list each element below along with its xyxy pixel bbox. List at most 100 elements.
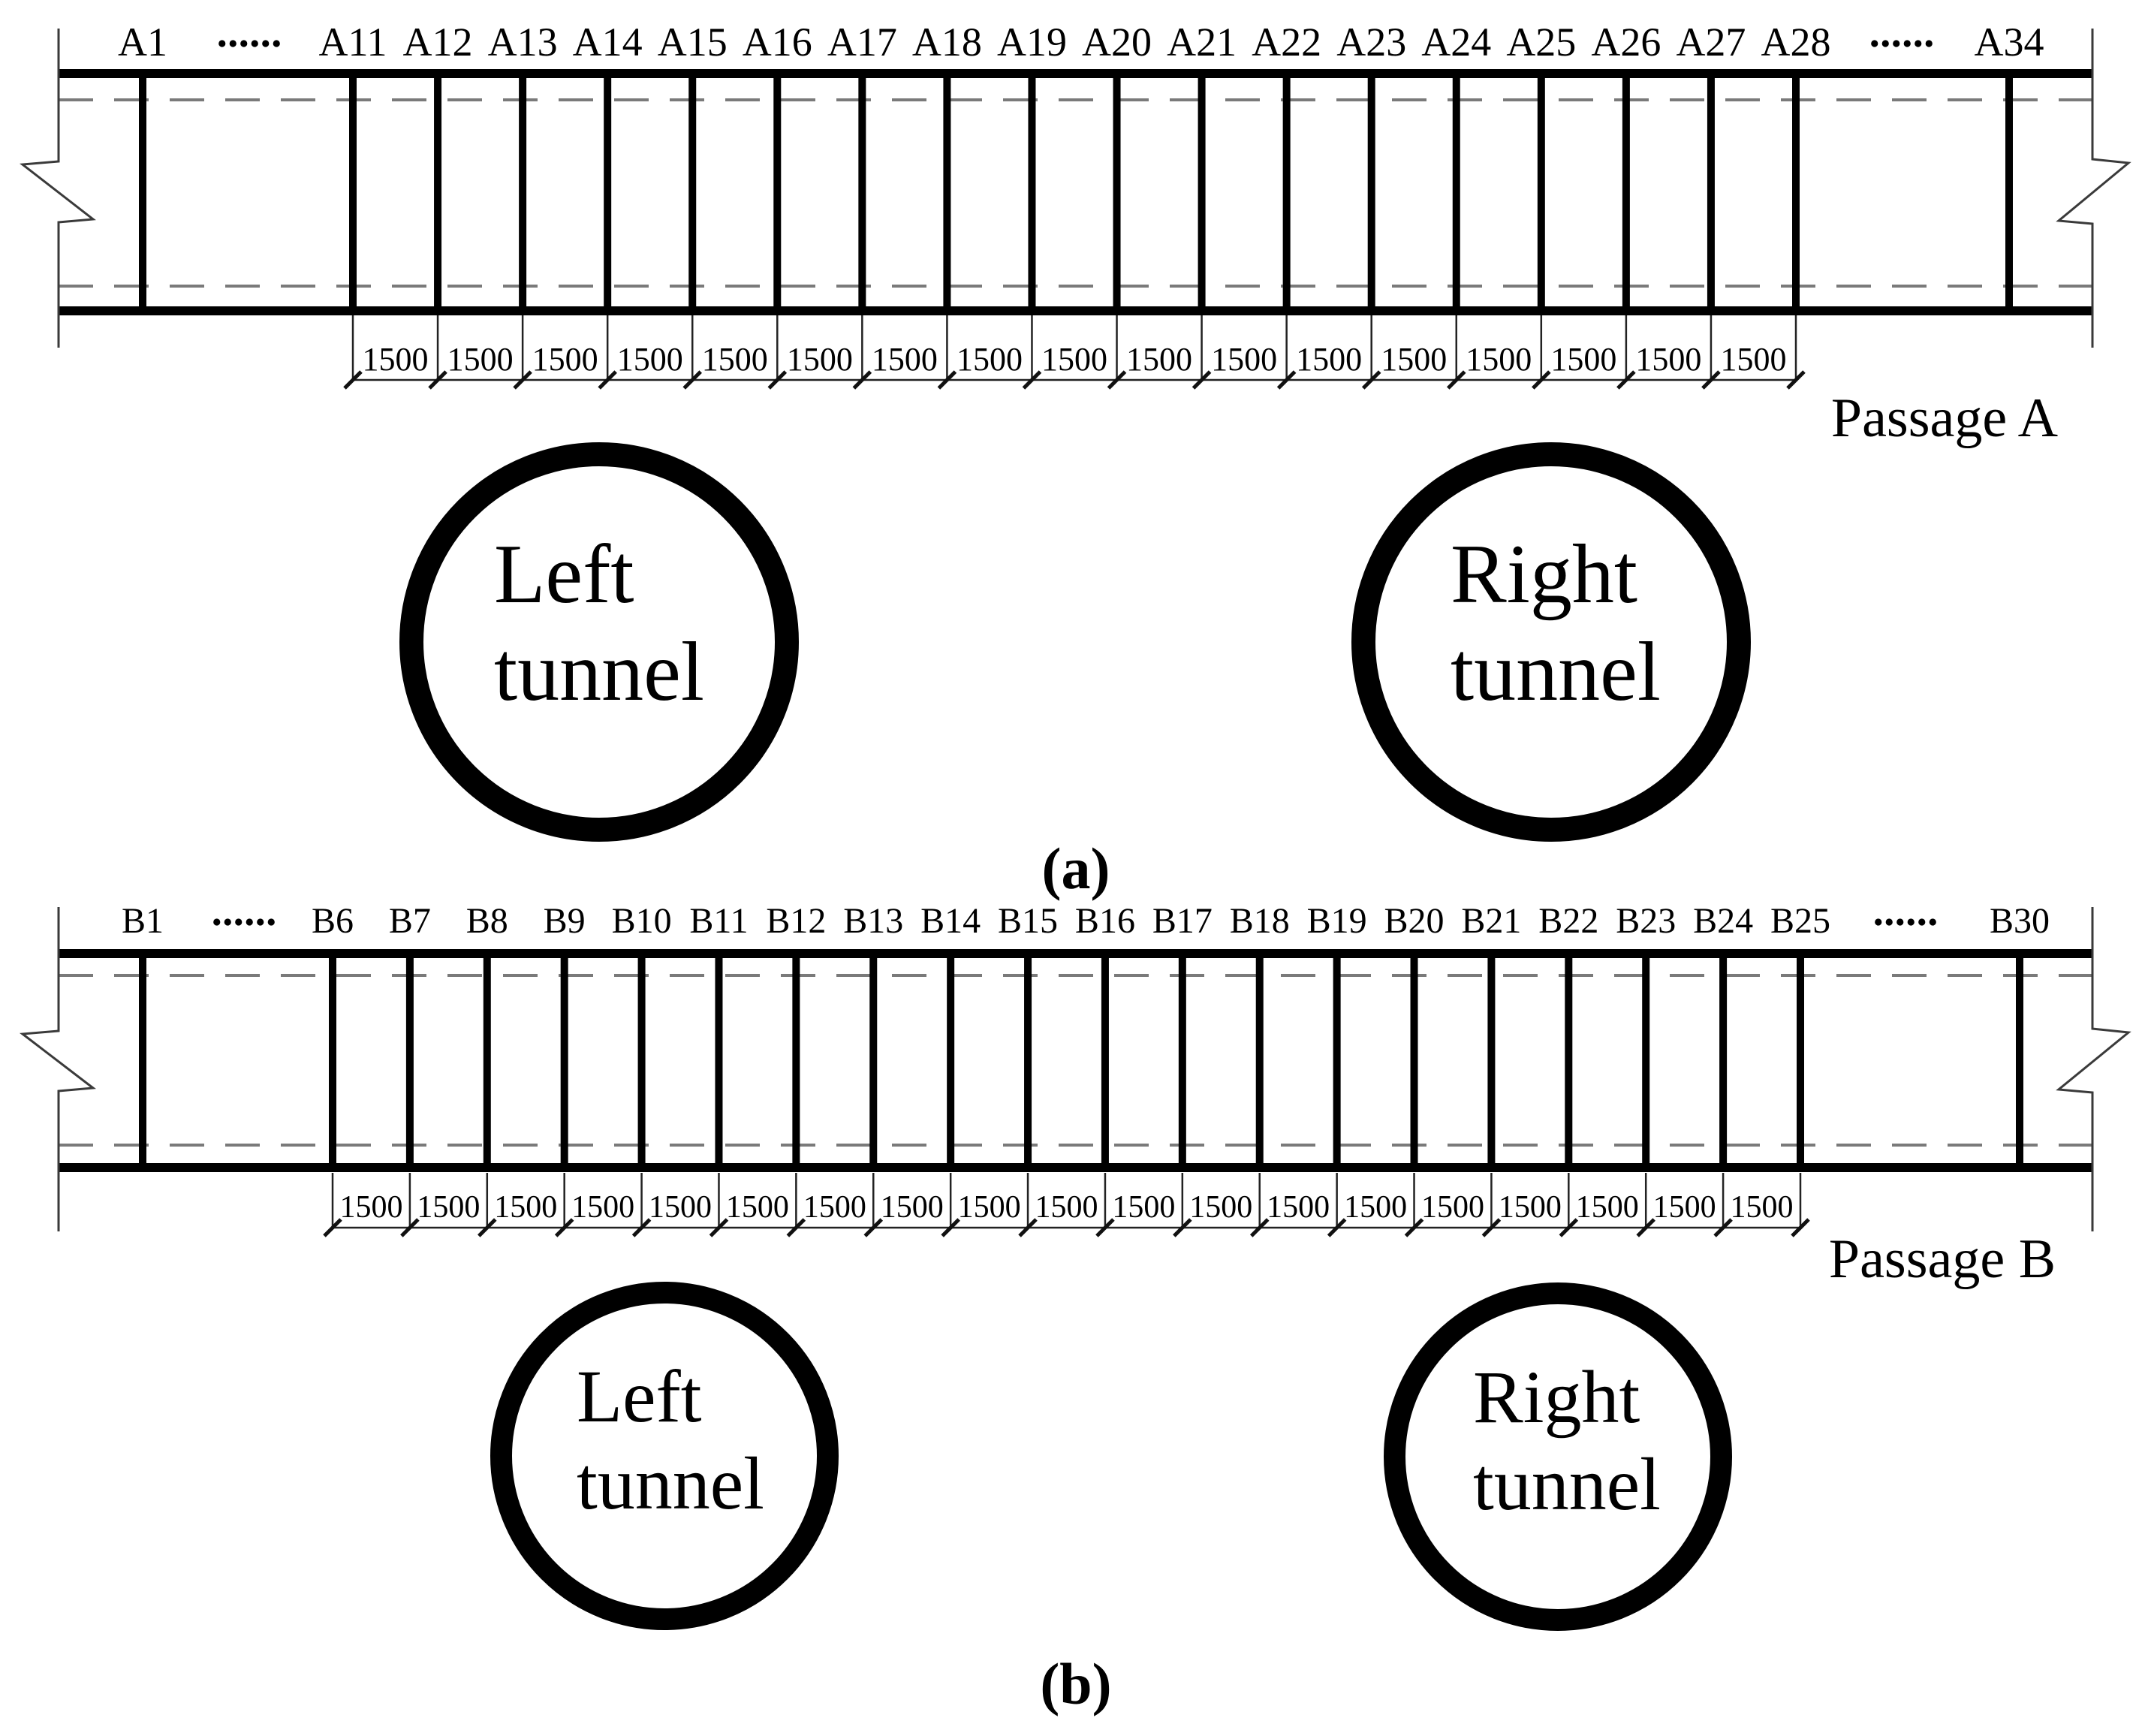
spacing-dimension-label: 1500: [871, 341, 938, 378]
right-tunnel-label-b-line2: tunnel: [1473, 1442, 1661, 1526]
right-tunnel-label-a-line2: tunnel: [1451, 625, 1661, 719]
section-label: B16: [1074, 901, 1135, 941]
section-label: A34: [1974, 20, 2044, 65]
dimension-tick: [1559, 1218, 1579, 1237]
section-label: A18: [911, 20, 982, 65]
section-label: A25: [1506, 20, 1577, 65]
spacing-dimension-label: 1500: [1381, 341, 1448, 378]
dimension-tick: [343, 370, 363, 390]
section-label: B17: [1152, 901, 1213, 941]
section-label: B23: [1616, 901, 1677, 941]
spacing-dimension-label: 1500: [1035, 1190, 1098, 1225]
ellipsis-right-dot: [1903, 40, 1911, 47]
ellipsis-left-dot: [273, 40, 280, 47]
dimension-tick: [1446, 370, 1466, 390]
spacing-dimension-label: 1500: [803, 1190, 866, 1225]
section-label: A22: [1252, 20, 1322, 65]
spacing-dimension-label: 1500: [701, 341, 768, 378]
left-tunnel-label-a: Left tunnel: [423, 526, 704, 758]
spacing-dimension-label: 1500: [1466, 341, 1532, 378]
right-tunnel-label-a: Right tunnel: [1375, 526, 1661, 758]
ellipsis-right-dot: [1885, 918, 1893, 926]
spacing-dimension-label: 1500: [725, 1190, 789, 1225]
section-label: B25: [1770, 901, 1831, 941]
dimension-tick: [1713, 1218, 1733, 1237]
section-label: B15: [998, 901, 1059, 941]
ellipsis-right-dot: [1893, 40, 1900, 47]
ellipsis-left-dot: [213, 918, 221, 926]
spacing-dimension-label: 1500: [956, 341, 1023, 378]
ellipsis-left-dot: [251, 40, 258, 47]
section-label: A12: [402, 20, 473, 65]
dimension-tick: [1327, 1218, 1347, 1237]
section-label: B13: [843, 901, 904, 941]
section-label: B7: [388, 901, 431, 941]
spacing-dimension-label: 1500: [339, 1190, 403, 1225]
spacing-dimension-label: 1500: [1575, 1190, 1639, 1225]
left-tunnel-label-b: Left tunnel: [512, 1353, 764, 1559]
ellipsis-left-dot: [224, 918, 231, 926]
spacing-dimension-label: 1500: [1720, 341, 1787, 378]
ellipsis-right-dot: [1881, 40, 1889, 47]
spacing-dimension-label: 1500: [1189, 1190, 1253, 1225]
dimension-tick: [1791, 1218, 1810, 1237]
section-label: B10: [611, 901, 672, 941]
section-label: A24: [1421, 20, 1492, 65]
dimension-tick: [1191, 370, 1212, 390]
ellipsis-right-dot: [1896, 918, 1904, 926]
dimension-tick: [1532, 370, 1551, 390]
ellipsis-right-dot: [1915, 40, 1922, 47]
spacing-dimension-label: 1500: [786, 341, 853, 378]
spacing-dimension-label: 1500: [1498, 1190, 1562, 1225]
ellipsis-left-dot: [240, 40, 248, 47]
right-tunnel-circle-a: Right tunnel: [1351, 442, 1751, 842]
dimension-tick: [1249, 1218, 1270, 1237]
ellipsis-right-dot: [1907, 918, 1915, 926]
dimension-tick: [428, 370, 447, 390]
section-label: A1: [118, 20, 167, 65]
dimension-tick: [1404, 1218, 1424, 1237]
section-label: A13: [487, 20, 558, 65]
panel-b-caption: (b): [1040, 1651, 1112, 1716]
dimension-tick: [323, 1218, 342, 1237]
dimension-tick: [1018, 1218, 1038, 1237]
dimension-tick: [1361, 370, 1381, 390]
dimension-tick: [1095, 1218, 1115, 1237]
ellipsis-right-dot: [1925, 40, 1933, 47]
spacing-dimension-label: 1500: [362, 341, 429, 378]
ellipsis-left-dot: [246, 918, 253, 926]
spacing-dimension-label: 1500: [1041, 341, 1107, 378]
dimension-tick: [1276, 370, 1297, 390]
dimension-tick: [767, 370, 788, 390]
spacing-dimension-label: 1500: [1344, 1190, 1408, 1225]
spacing-dimension-label: 1500: [494, 1190, 558, 1225]
spacing-dimension-label: 1500: [649, 1190, 712, 1225]
section-label: A20: [1082, 20, 1152, 65]
dimension-tick: [1616, 370, 1636, 390]
section-label: A27: [1676, 20, 1746, 65]
spacing-dimension-label: 1500: [957, 1190, 1021, 1225]
dimension-tick: [513, 370, 532, 390]
left-tunnel-circle-a: Left tunnel: [399, 442, 799, 842]
right-tunnel-label-b: Right tunnel: [1405, 1354, 1661, 1560]
section-label: A15: [657, 20, 728, 65]
dimension-tick: [1173, 1218, 1192, 1237]
left-break-line: [20, 907, 96, 1231]
section-label: B11: [689, 901, 749, 941]
section-label: A19: [996, 20, 1067, 65]
section-label: A26: [1591, 20, 1661, 65]
spacing-dimension-label: 1500: [1126, 341, 1193, 378]
section-label: B21: [1461, 901, 1522, 941]
spacing-dimension-label: 1500: [1296, 341, 1363, 378]
dimension-tick: [1107, 370, 1127, 390]
right-tunnel-circle-b: Right tunnel: [1384, 1282, 1732, 1631]
spacing-dimension-label: 1500: [616, 341, 683, 378]
section-label: B12: [766, 901, 827, 941]
dimension-tick: [1481, 1218, 1502, 1237]
section-label: A16: [742, 20, 812, 65]
dimension-tick: [598, 370, 617, 390]
ellipsis-right-dot: [1871, 40, 1878, 47]
section-label: A28: [1761, 20, 1831, 65]
dimension-tick: [1701, 370, 1721, 390]
